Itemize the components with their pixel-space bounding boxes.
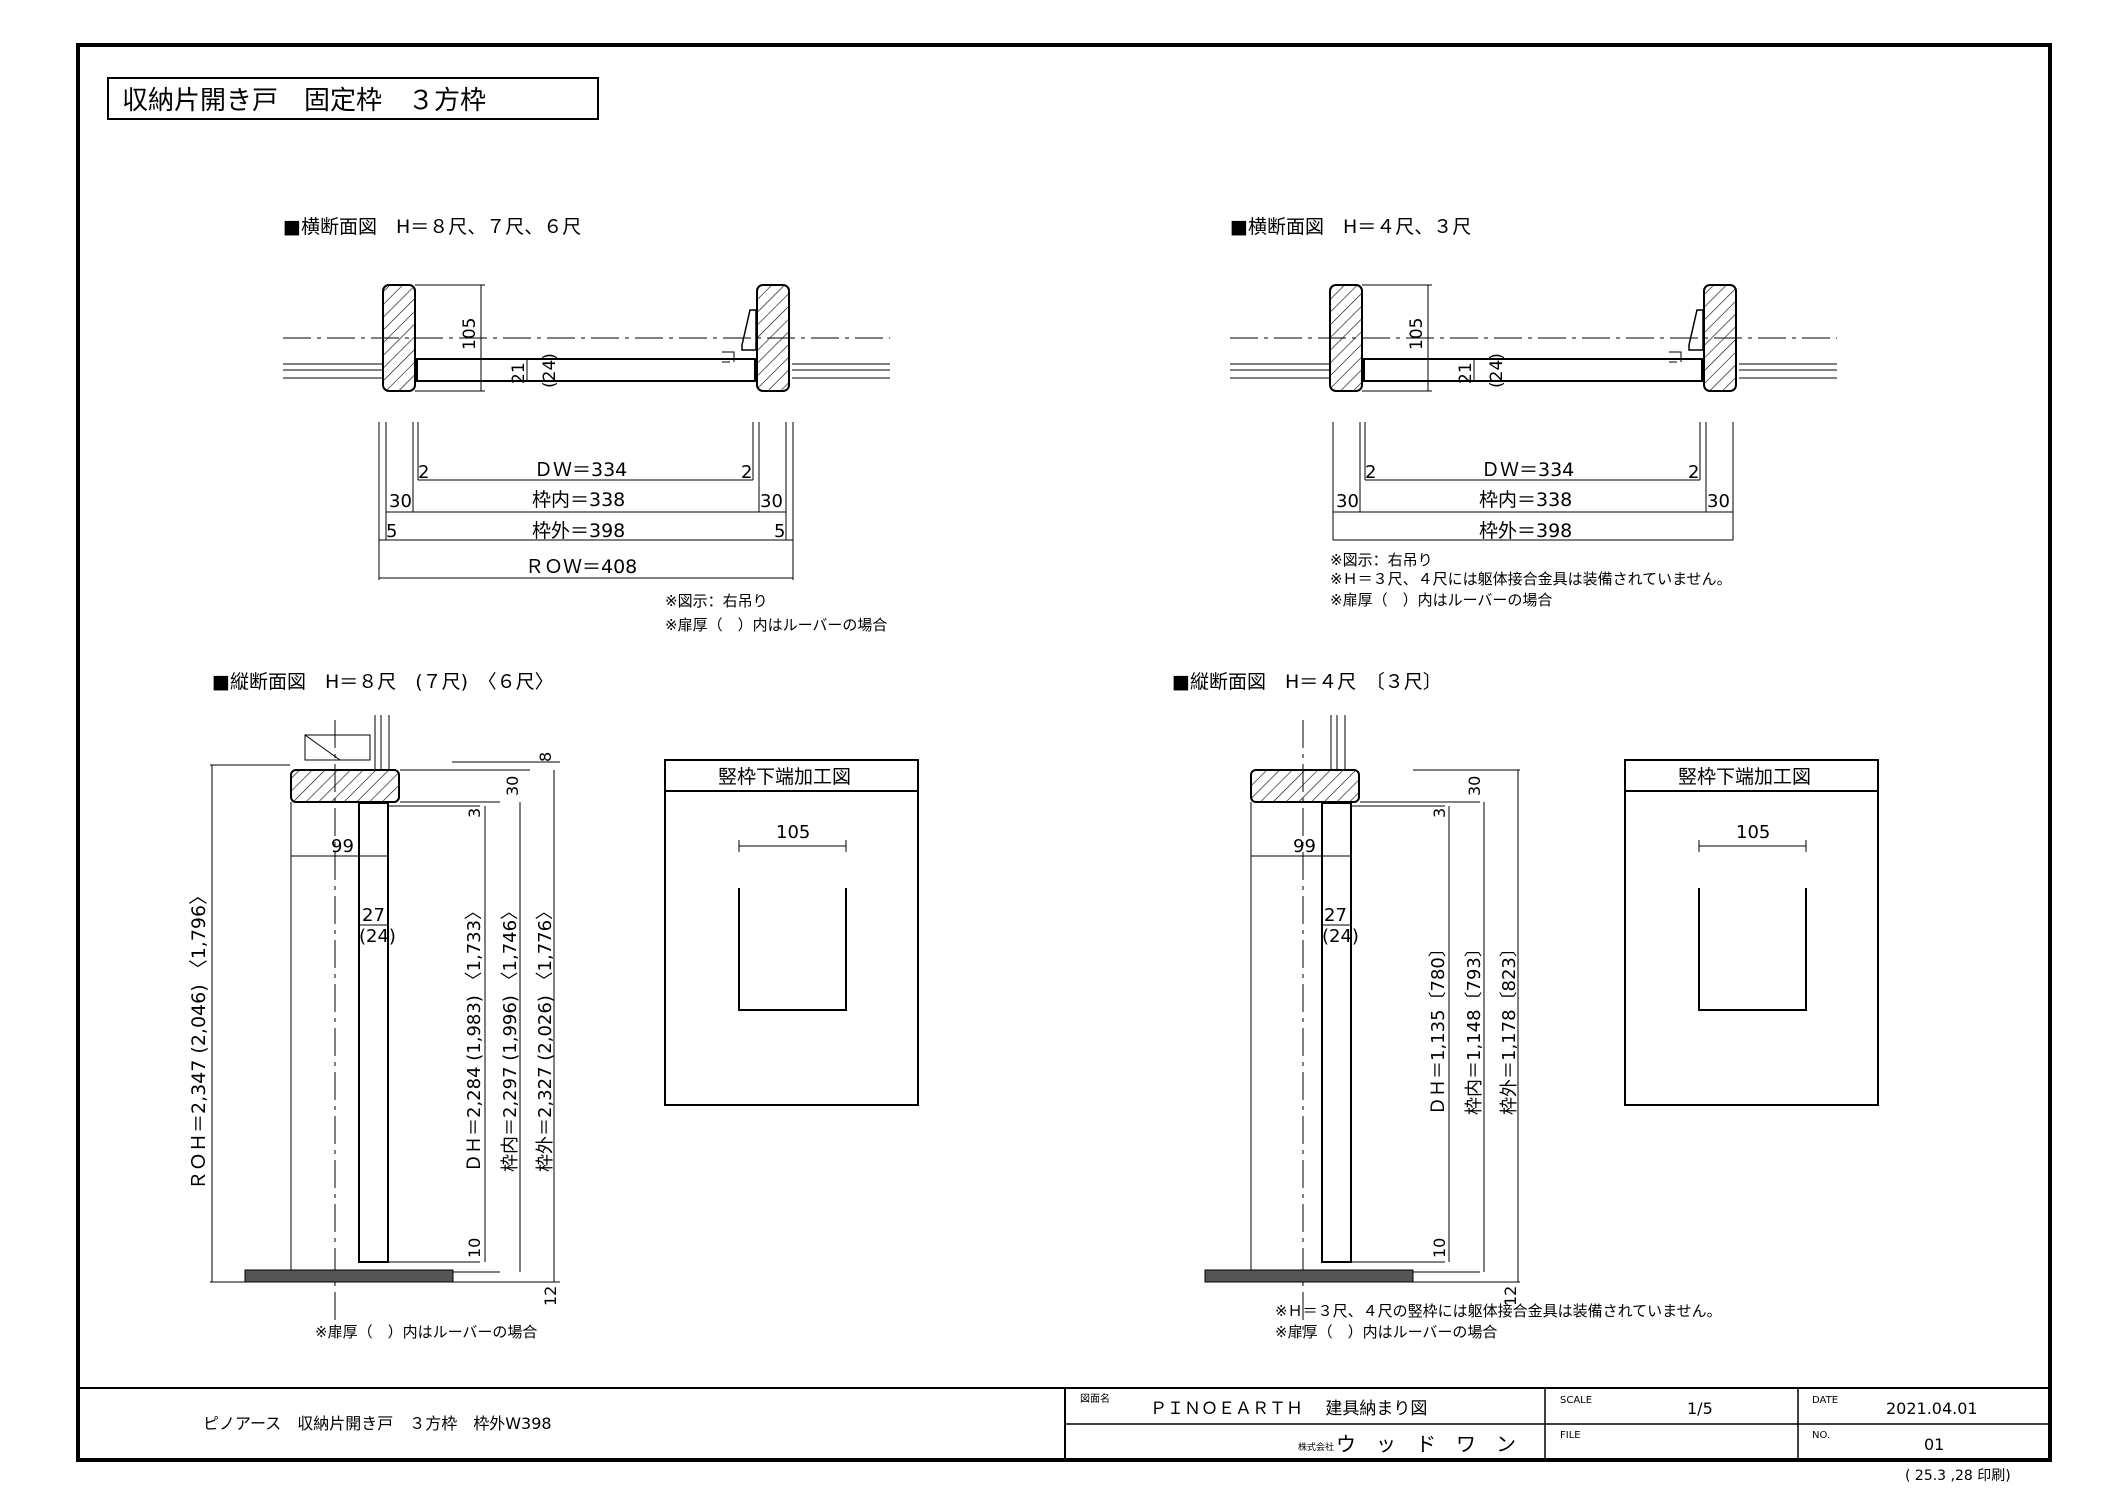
- plan-a-heading: ■横断面図 H＝８尺、７尺、６尺: [283, 216, 581, 238]
- plan-a-gap-right: 2: [741, 462, 752, 483]
- plan-a-dw: ＤＷ＝334: [534, 459, 627, 481]
- plan-a-jamb-right: [756, 284, 790, 392]
- plan-b-dw: ＤＷ＝334: [1481, 459, 1574, 481]
- plan-b-frame-in: 枠内＝338: [1479, 489, 1572, 511]
- sect-a-dim-24: (24): [359, 926, 396, 947]
- plan-a-dim-21: 21: [509, 362, 529, 384]
- footer-scale: 1/5: [1687, 1399, 1713, 1418]
- detail-a-dim: 105: [776, 822, 810, 843]
- sect-b-note-1: ※Ｈ＝３尺、４尺の竪枠には躯体接合金具は装備されていません。: [1275, 1302, 1722, 1320]
- sect-a-note: ※扉厚（ ）内はルーバーの場合: [315, 1323, 537, 1341]
- sect-b-floor: [1204, 1269, 1414, 1283]
- footer-scale-label: SCALE: [1560, 1395, 1592, 1406]
- footer-drawing-label: 図面名: [1080, 1392, 1110, 1405]
- plan-b-jamb-left: [1329, 284, 1363, 392]
- plan-a-frame-in: 枠内＝338: [532, 489, 625, 511]
- footer-company: ウ ッ ド ワ ン: [1336, 1432, 1516, 1456]
- sect-b-frame-out: 枠外＝1,178〔823〕: [1499, 939, 1520, 1115]
- sect-b-dim-24: (24): [1322, 926, 1359, 947]
- sect-b-heading: ■縦断面図 H＝４尺 〔３尺〕: [1172, 671, 1442, 693]
- sect-a-dim-99: 99: [331, 836, 354, 857]
- sect-b-frame-in: 枠内＝1,148〔793〕: [1464, 939, 1485, 1115]
- sect-a-roh: ＲＯＨ＝2,347 (2,046) 〈1,796〉: [188, 886, 210, 1190]
- footer-no-label: NO.: [1812, 1430, 1830, 1441]
- vertical-section-b: ■縦断面図 H＝４尺 〔３尺〕 99 27 (24) 30 3 10 12 ＤＨ…: [1172, 671, 1722, 1341]
- plan-section-a: ■横断面図 H＝８尺、７尺、６尺 105 21 (24): [283, 216, 890, 634]
- sect-a-dim-10: 10: [465, 1238, 484, 1258]
- plan-b-jamb-right: [1703, 284, 1737, 392]
- sect-b-dim-99: 99: [1293, 836, 1316, 857]
- detail-a-title: 竪枠下端加工図: [718, 766, 851, 788]
- plan-b-jamb-left-dim: 30: [1336, 491, 1359, 512]
- sect-a-head-jamb: [290, 769, 400, 803]
- plan-b-note-3: ※扉厚（ ）内はルーバーの場合: [1330, 591, 1552, 609]
- footer-company-prefix: 株式会社: [1298, 1441, 1334, 1453]
- plan-a-gap-left: 2: [418, 462, 429, 483]
- plan-a-edge-right: 5: [774, 521, 785, 542]
- plan-b-jamb-right-dim: 30: [1707, 491, 1730, 512]
- plan-b-dim-24: (24): [1487, 353, 1507, 388]
- sect-b-door-leaf: [1321, 802, 1352, 1263]
- sect-a-dim-8: 8: [536, 752, 555, 762]
- sect-b-note-2: ※扉厚（ ）内はルーバーの場合: [1275, 1323, 1497, 1341]
- sect-a-floor: [244, 1269, 454, 1283]
- plan-a-frame-out: 枠外＝398: [532, 520, 625, 542]
- title-block: ピノアース 収納片開き戸 ３方枠 枠外W398 図面名 ＰＩＮＯＥＡＲＴＨ 建具…: [78, 1387, 2050, 1484]
- sect-a-dim-12: 12: [541, 1286, 560, 1306]
- plan-a-note-1: ※図示：右吊り: [665, 592, 768, 610]
- title-box: [107, 77, 599, 120]
- sect-a-door-leaf: [358, 802, 389, 1263]
- plan-b-note-2: ※Ｈ＝３尺、４尺には躯体接合金具は装備されていません。: [1330, 570, 1732, 588]
- sect-b-dim-30: 30: [1465, 776, 1484, 796]
- detail-box-b: 竪枠下端加工図 105: [1624, 759, 1879, 1106]
- sect-a-frame-in: 枠内＝2,297 (1,996) 〈1,746〉: [500, 902, 521, 1172]
- detail-b-title: 竪枠下端加工図: [1678, 766, 1811, 788]
- plan-a-jamb-left-dim: 30: [389, 491, 412, 512]
- plan-a-note-2: ※扉厚（ ）内はルーバーの場合: [665, 616, 887, 634]
- plan-a-dim-105: 105: [460, 318, 480, 350]
- plan-a-dim-24: (24): [540, 353, 560, 388]
- sect-b-dim-10: 10: [1430, 1238, 1449, 1258]
- sect-a-dim-27: 27: [362, 905, 385, 926]
- plan-section-b: ■横断面図 H＝４尺、３尺 105 21 (24) 2 2 ＤＷ＝334 30 …: [1230, 216, 1837, 609]
- plan-b-gap-right: 2: [1688, 462, 1699, 483]
- plan-a-jamb-left: [382, 284, 416, 392]
- sect-a-frame-out: 枠外＝2,327 (2,026) 〈1,776〉: [535, 902, 556, 1172]
- sect-a-heading: ■縦断面図 H＝８尺 (７尺) 〈６尺〉: [212, 671, 554, 693]
- sheet-title: 収納片開き戸 固定枠 ３方枠: [122, 86, 486, 116]
- footer-date-label: DATE: [1812, 1395, 1838, 1406]
- sect-a-dh: ＤＨ＝2,284 (1,983) 〈1,733〉: [464, 902, 485, 1172]
- sect-b-dim-27: 27: [1324, 905, 1347, 926]
- plan-b-gap-left: 2: [1365, 462, 1376, 483]
- sect-b-dim-12: 12: [1501, 1286, 1520, 1306]
- footer-product: ピノアース 収納片開き戸 ３方枠 枠外W398: [203, 1414, 552, 1433]
- plan-b-dim-105: 105: [1407, 318, 1427, 350]
- footer-drawing-name: ＰＩＮＯＥＡＲＴＨ 建具納まり図: [1150, 1399, 1427, 1419]
- footer-print: ( 25.3 ,28 印刷): [1905, 1468, 2011, 1484]
- plan-b-note-1: ※図示：右吊り: [1330, 551, 1433, 569]
- plan-b-door-leaf: [1363, 358, 1703, 382]
- detail-box-a: 竪枠下端加工図 105: [664, 759, 919, 1106]
- footer-date: 2021.04.01: [1886, 1399, 1978, 1418]
- detail-b-dim: 105: [1736, 822, 1770, 843]
- sect-b-dh: ＤＨ＝1,135〔780〕: [1428, 939, 1449, 1115]
- sect-a-dim-30: 30: [503, 776, 522, 796]
- footer-no: 01: [1924, 1435, 1944, 1454]
- sheet-border: [76, 43, 2052, 1462]
- plan-b-heading: ■横断面図 H＝４尺、３尺: [1230, 216, 1471, 238]
- plan-b-dim-21: 21: [1456, 362, 1476, 384]
- plan-a-row: ＲＯＷ＝408: [525, 556, 637, 578]
- sect-b-dim-3: 3: [1430, 808, 1449, 818]
- plan-a-door-leaf: [416, 358, 756, 382]
- vertical-section-a: ■縦断面図 H＝８尺 (７尺) 〈６尺〉 ＲＯＨ＝2,347 (2,046) 〈…: [188, 671, 560, 1341]
- footer-file-label: FILE: [1560, 1430, 1581, 1441]
- plan-b-frame-out: 枠外＝398: [1479, 520, 1572, 542]
- sect-b-head-jamb: [1250, 769, 1360, 803]
- plan-a-edge-left: 5: [386, 521, 397, 542]
- plan-a-jamb-right-dim: 30: [760, 491, 783, 512]
- sect-a-dim-3: 3: [465, 808, 484, 818]
